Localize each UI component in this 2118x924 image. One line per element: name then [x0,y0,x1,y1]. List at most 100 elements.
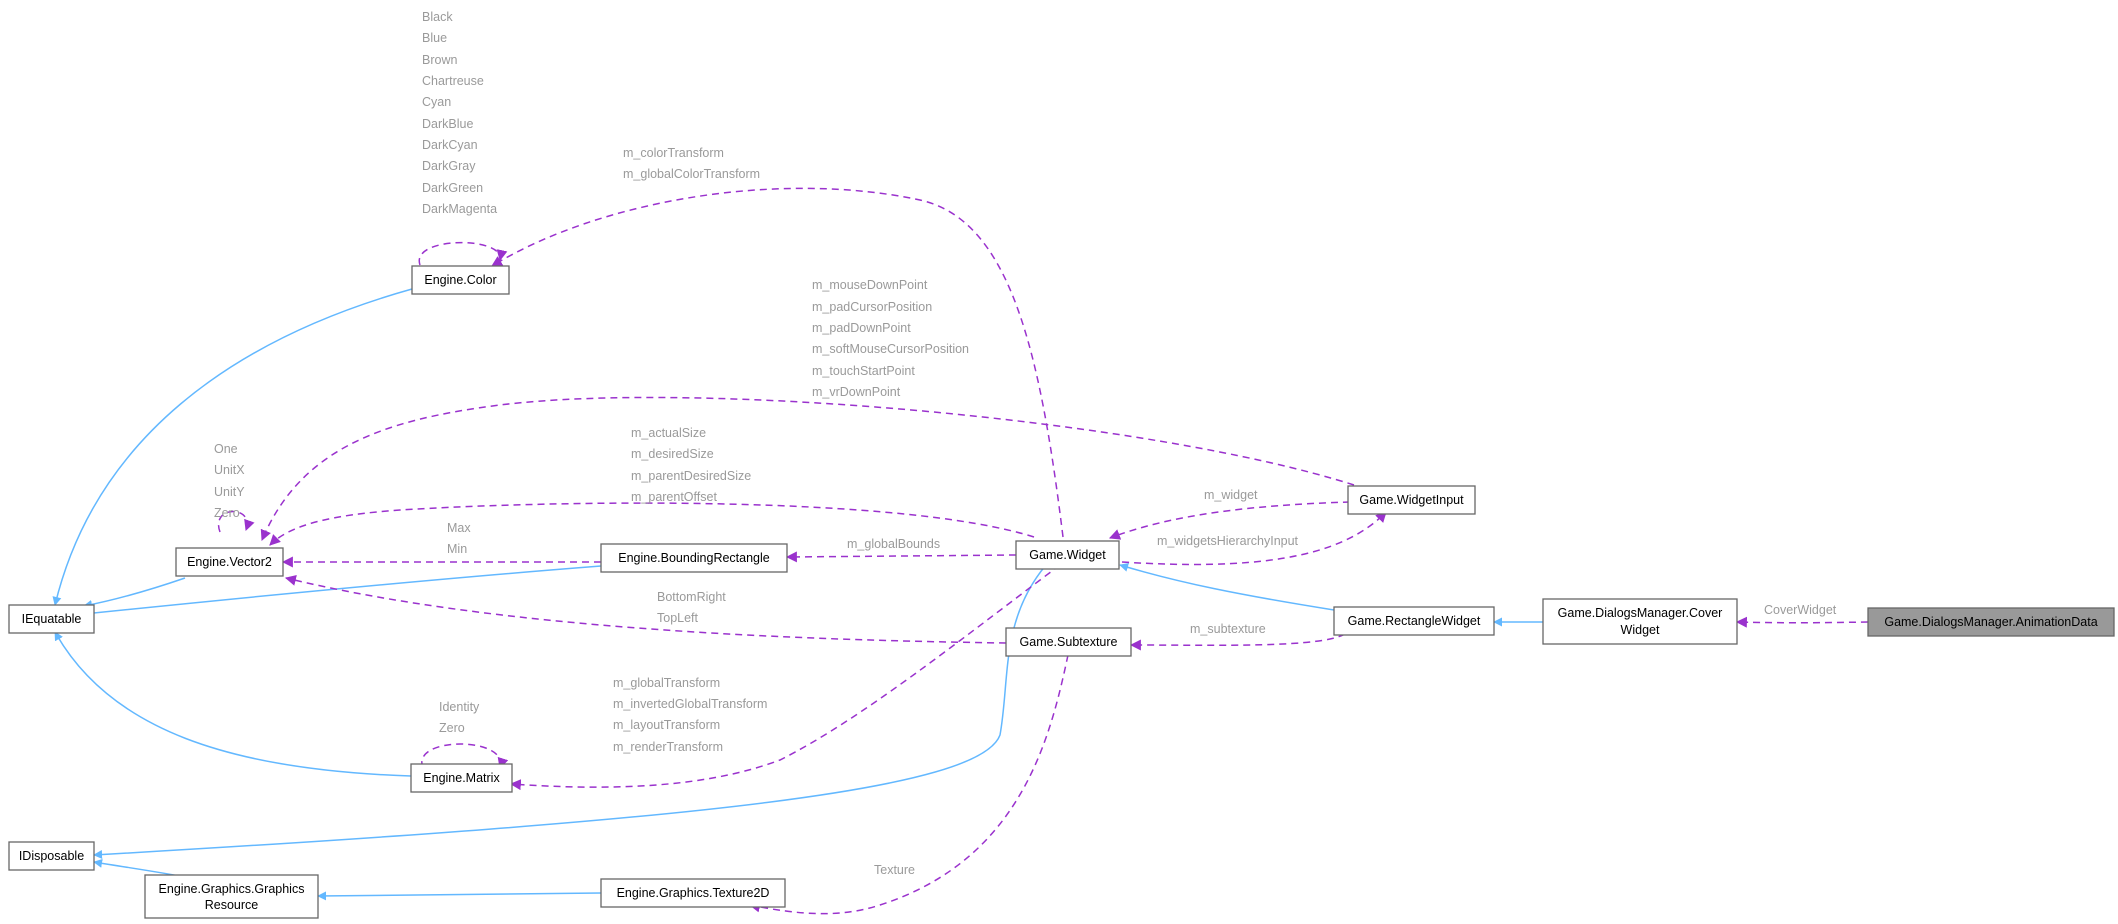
edge-label-m-widget: m_widget [1204,488,1258,502]
node-label: Resource [205,898,259,912]
edge-label-hierarchy-input: m_widgetsHierarchyInput [1157,534,1299,548]
inheritance-edges [52,288,1543,901]
edge-label: m_invertedGlobalTransform [613,697,767,711]
node-game-widget[interactable]: Game.Widget [1015,540,1120,570]
edge-label: Min [447,542,467,556]
edge-label: One [214,442,238,456]
edge-matrix-self [421,743,509,770]
edge-label: Zero [439,721,465,735]
edge-label: DarkBlue [422,117,473,131]
edge-label: m_padDownPoint [812,321,911,335]
edge-label: m_globalColorTransform [623,167,760,181]
node-engine-bounding-rectangle[interactable]: Engine.BoundingRectangle [600,543,788,573]
node-engine-texture2d[interactable]: Engine.Graphics.Texture2D [600,878,786,908]
color-transform-labels: m_colorTransform m_globalColorTransform [623,146,760,181]
node-label: Engine.BoundingRectangle [618,551,770,565]
edge-boundingrect-iequatable [83,565,602,618]
edge-rectanglewidget-subtexture [1129,633,1346,651]
node-label: Widget [1621,623,1660,637]
node-label: Engine.Matrix [423,771,500,785]
node-engine-vector2[interactable]: Engine.Vector2 [175,547,284,577]
subtexture-corner-labels: BottomRight TopLeft [657,590,726,625]
edge-color-self [418,241,508,266]
edge-label: m_desiredSize [631,447,714,461]
node-label: Game.RectangleWidget [1348,614,1481,628]
edge-animationdata-coverwidget [1735,616,1869,628]
edge-matrix-iequatable [54,631,412,777]
edge-label: m_layoutTransform [613,718,720,732]
node-label: IEquatable [22,612,82,626]
edge-label: m_actualSize [631,426,706,440]
edge-widgetinput-vector2 [260,396,1355,542]
edge-label: m_mouseDownPoint [812,278,928,292]
node-engine-matrix[interactable]: Engine.Matrix [410,763,513,793]
node-engine-color[interactable]: Engine.Color [411,265,510,295]
edge-label: m_padCursorPosition [812,300,932,314]
edge-label: DarkMagenta [422,202,497,216]
edge-label: Zero [214,506,240,520]
edge-widget-idisposable [93,564,1047,860]
node-game-dialogsmanager-animation-data[interactable]: Game.DialogsManager.AnimationData [1867,607,2115,637]
edge-label: m_vrDownPoint [812,385,901,399]
edge-widget-matrix [509,564,1061,791]
edge-label: Blue [422,31,447,45]
node-label: Game.DialogsManager.Cover [1558,606,1723,620]
edge-label: Cyan [422,95,451,109]
node-label: IDisposable [19,849,84,863]
edge-label-m-subtexture: m_subtexture [1190,622,1266,636]
edge-label: BottomRight [657,590,726,604]
node-label: Engine.Color [424,273,496,287]
edge-label: DarkCyan [422,138,478,152]
node-game-dialogsmanager-cover-widget[interactable]: Game.DialogsManager.Cover Widget [1542,598,1738,645]
node-game-subtexture[interactable]: Game.Subtexture [1005,627,1132,657]
edge-label-texture: Texture [874,863,915,877]
edge-label-cover-widget: CoverWidget [1764,603,1837,617]
widget-size-labels: m_actualSize m_desiredSize m_parentDesir… [631,426,751,504]
node-idisposable[interactable]: IDisposable [8,841,95,871]
edge-label-global-bounds: m_globalBounds [847,537,940,551]
edge-label: DarkGreen [422,181,483,195]
edge-label: Max [447,521,471,535]
edge-label: m_globalTransform [613,676,720,690]
edge-subtexture-texture2d [748,654,1069,915]
nodes: IEquatable IDisposable Engine.Color Engi… [8,265,2115,919]
node-label: Game.WidgetInput [1359,493,1464,507]
node-label: Engine.Vector2 [187,555,272,569]
edge-label: m_parentDesiredSize [631,469,751,483]
edge-label: UnitY [214,485,245,499]
node-label: Game.DialogsManager.AnimationData [1884,615,2097,629]
edge-vector2-self [217,510,255,533]
edge-widget-boundingrect [785,551,1017,563]
edge-label: m_renderTransform [613,740,723,754]
widget-transform-labels: m_globalTransform m_invertedGlobalTransf… [613,676,767,754]
bounds-minmax-labels: Max Min [447,521,471,556]
color-member-labels: Black Blue Brown Chartreuse Cyan DarkBlu… [422,10,497,216]
node-label: Engine.Graphics.Graphics [159,882,305,896]
node-game-rectangle-widget[interactable]: Game.RectangleWidget [1333,606,1495,636]
node-label: Engine.Graphics.Texture2D [617,886,770,900]
edge-label: Chartreuse [422,74,484,88]
usage-edges [217,187,1869,915]
node-engine-graphics-resource[interactable]: Engine.Graphics.Graphics Resource [144,874,319,919]
node-label: Game.Widget [1029,548,1106,562]
node-label: Game.Subtexture [1020,635,1118,649]
edge-labels: Black Blue Brown Chartreuse Cyan DarkBlu… [214,10,1837,877]
edge-label: m_softMouseCursorPosition [812,342,969,356]
node-iequatable[interactable]: IEquatable [8,604,95,634]
edge-widget-color [491,187,1064,538]
edge-subtexture-vector2 [284,574,1007,644]
input-point-labels: m_mouseDownPoint m_padCursorPosition m_p… [812,278,969,399]
edge-label: m_parentOffset [631,490,717,504]
edge-label: DarkGray [422,159,476,173]
edge-texture2d-graphicsresource [317,891,602,901]
edge-label: Black [422,10,453,24]
vector2-member-labels: One UnitX UnitY Zero [214,442,245,520]
node-game-widget-input[interactable]: Game.WidgetInput [1347,485,1476,515]
edge-color-iequatable [52,288,413,606]
edge-label: Identity [439,700,480,714]
edge-label: UnitX [214,463,245,477]
edge-vector2-iequatable [83,577,186,609]
edge-rectanglewidget-widget [1119,563,1335,611]
edge-label: Brown [422,53,457,67]
